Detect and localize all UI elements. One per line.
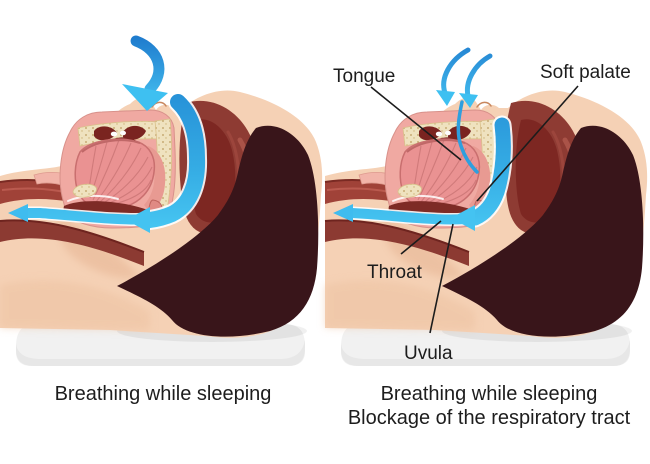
restricted-nasal-flow (456, 100, 479, 174)
label-soft-palate: Soft palate (540, 62, 631, 83)
panel-right: Tongue Soft palate Throat Uvula Breathin… (325, 47, 647, 429)
label-tongue: Tongue (333, 66, 395, 87)
panel-left: Breathing while sleeping (0, 35, 322, 405)
throat-pointer-line (400, 220, 442, 255)
caption-right-line2: Blockage of the respiratory tract (348, 407, 631, 429)
airflow-arrowhead-end (333, 204, 353, 222)
airflow-arrowhead-end (8, 204, 28, 222)
restricted-inhale-arrows (436, 47, 493, 108)
uvula-pointer-line (429, 223, 454, 334)
pointer-lines (370, 85, 579, 334)
airflow-band-vertical (142, 94, 206, 228)
airflow-arrowhead-mid (126, 207, 150, 233)
inhale-arrow (122, 35, 168, 111)
caption-left: Breathing while sleeping (55, 383, 272, 405)
label-throat: Throat (367, 262, 423, 283)
airflow-open (8, 92, 208, 233)
airflow-band-vertical (467, 117, 511, 226)
soft-palate-pointer-line (476, 85, 579, 202)
label-uvula: Uvula (404, 343, 453, 364)
airflow-blocked (333, 100, 513, 231)
tongue-pointer-line (370, 86, 462, 161)
caption-right-line1: Breathing while sleeping (381, 383, 598, 405)
airflow-arrowhead-mid (451, 205, 475, 231)
